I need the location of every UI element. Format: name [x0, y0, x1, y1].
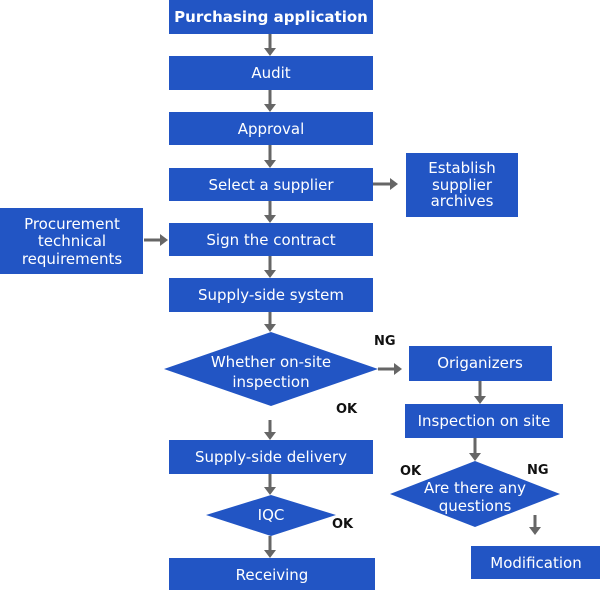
node-label: Approval: [238, 120, 305, 138]
node-label-line-3: archives: [431, 192, 494, 210]
node-label: Origanizers: [437, 354, 523, 372]
arrowhead: [264, 270, 276, 278]
tag-onsite-ng: NG: [374, 334, 396, 349]
node-label: Audit: [251, 64, 290, 82]
node-label-line-1: Establish: [428, 159, 496, 177]
node-label: Purchasing application: [174, 8, 368, 26]
node-modification: Modification: [471, 546, 600, 579]
arrowhead: [474, 396, 486, 404]
arrowhead: [394, 363, 402, 375]
tag-onsite-ok: OK: [336, 402, 358, 417]
node-label-line-2: supplier: [432, 176, 493, 194]
node-label: Inspection on site: [418, 412, 551, 430]
tag-questions-ng: NG: [527, 463, 549, 478]
arrowhead: [264, 324, 276, 332]
arrowhead: [390, 178, 398, 190]
decision-questions: Are there any questions: [390, 461, 560, 527]
node-label-line-3: requirements: [22, 250, 123, 268]
node-select-supplier: Select a supplier: [169, 168, 373, 201]
decision-label-line-1: Are there any: [424, 479, 526, 497]
node-audit: Audit: [169, 56, 373, 90]
node-supply-side-delivery: Supply-side delivery: [169, 440, 373, 474]
node-label: Receiving: [236, 566, 309, 584]
node-sign-contract: Sign the contract: [169, 223, 373, 256]
node-label-line-1: Procurement: [24, 215, 120, 233]
arrowhead: [264, 104, 276, 112]
arrowhead: [264, 215, 276, 223]
node-label: Select a supplier: [208, 176, 334, 194]
decision-label-line-2: questions: [439, 497, 512, 515]
arrowhead: [529, 527, 541, 535]
decision-label: IQC: [258, 506, 285, 524]
arrowhead: [264, 48, 276, 56]
arrowhead: [264, 550, 276, 558]
node-label: Supply-side delivery: [195, 448, 347, 466]
node-label: Modification: [490, 554, 581, 572]
node-organizers: Origanizers: [409, 346, 552, 381]
arrowhead: [264, 432, 276, 440]
tag-iqc-ok: OK: [332, 517, 354, 532]
connectors: [144, 34, 541, 558]
node-label: Supply-side system: [198, 286, 344, 304]
node-approval: Approval: [169, 112, 373, 145]
node-establish-archives: Establish supplier archives: [406, 153, 518, 217]
arrowhead: [264, 160, 276, 168]
arrowhead: [469, 453, 481, 461]
node-supply-side-system: Supply-side system: [169, 278, 373, 312]
decision-label-line-2: inspection: [232, 373, 309, 391]
arrowhead: [160, 234, 168, 246]
decision-label-line-1: Whether on-site: [211, 353, 331, 371]
node-label-line-2: technical: [38, 232, 106, 250]
decision-onsite-inspection: Whether on-site inspection: [164, 332, 378, 406]
decision-iqc: IQC: [206, 495, 336, 536]
node-purchasing-application: Purchasing application: [169, 0, 373, 34]
tag-questions-ok: OK: [400, 464, 422, 479]
arrowhead: [264, 487, 276, 495]
node-inspection-on-site: Inspection on site: [405, 404, 563, 438]
node-receiving: Receiving: [169, 558, 375, 590]
node-label: Sign the contract: [206, 231, 335, 249]
node-procurement-requirements: Procurement technical requirements: [0, 208, 143, 274]
